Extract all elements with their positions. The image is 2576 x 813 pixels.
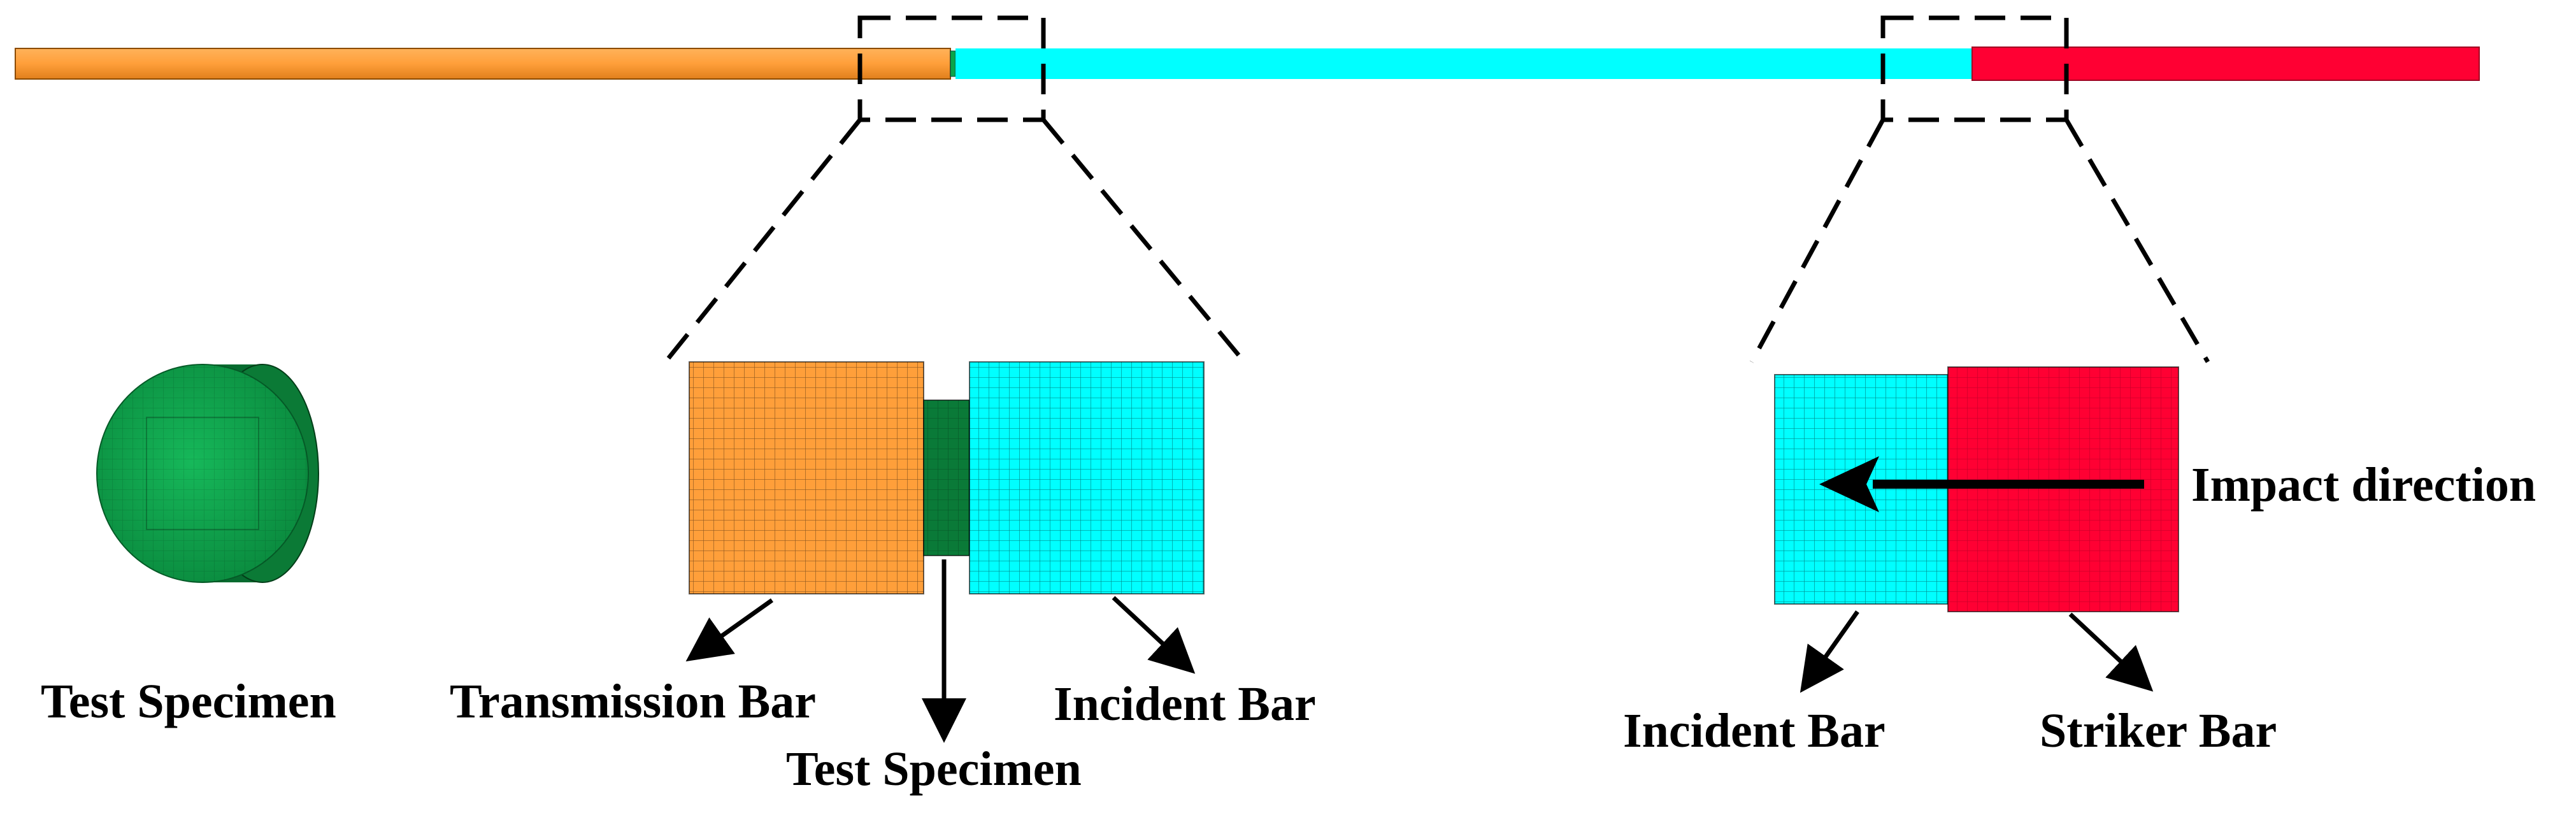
label-mid-specimen: Test Specimen [786,742,1082,796]
impact-arrowhead [1819,456,1879,512]
label-incident-bar-left: Incident Bar [1054,677,1316,731]
label-striker-bar: Striker Bar [2040,704,2277,758]
zoom-box-specimen [666,15,1244,361]
full-bar-assembly [15,47,2480,81]
label-incident-bar-right: Incident Bar [1623,704,1885,758]
incident-bar-pointer-right [1800,610,1859,693]
label-transmission-bar: Transmission Bar [450,675,816,728]
zoom-specimen-detail [689,361,1205,594]
incident-bar-pointer-left [1112,596,1196,674]
zoom-box-striker [1749,15,2210,363]
leader-arrows [685,559,2154,743]
specimen-3d-disk [96,364,319,583]
label-left-specimen: Test Specimen [41,675,336,728]
transmission-bar-full [15,48,951,80]
striker-bar-pointer [2068,612,2154,692]
zoom-striker-detail [1774,366,2179,612]
striker-bar-full [1971,47,2480,81]
labels: Test Specimen Transmission Bar Test Spec… [41,458,2536,796]
transmission-bar-pointer [685,598,774,662]
incident-bar-full [955,48,1972,79]
label-impact-direction: Impact direction [2191,458,2536,512]
test-specimen-full [950,50,956,77]
